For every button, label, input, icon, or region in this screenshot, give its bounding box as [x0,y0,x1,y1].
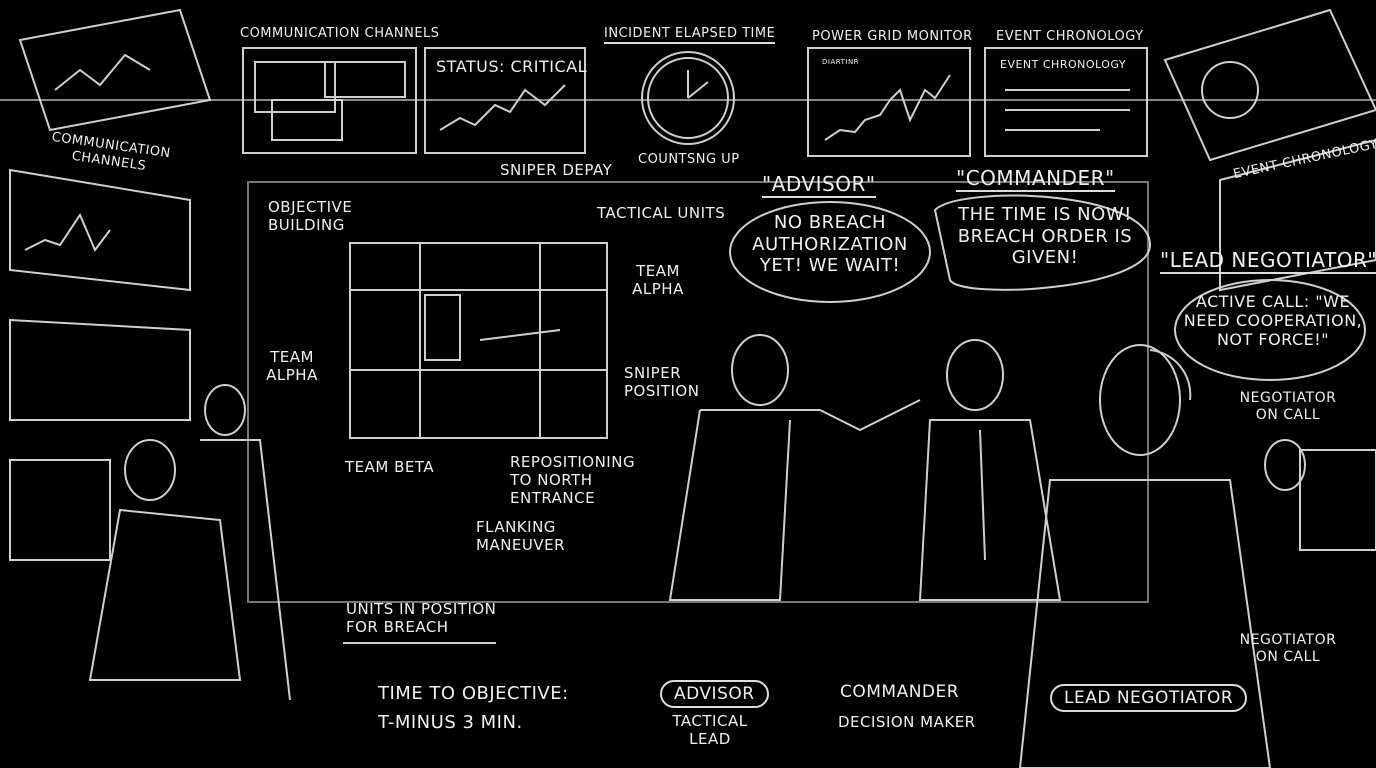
comm-channels-top-label: Communication Channels [240,26,440,41]
monitor-left-2 [9,318,191,421]
objective-building-label: Objective Building [268,198,353,234]
advisor-figure [668,334,921,601]
time-to-objective-label: Time to Objective: [378,683,569,704]
monitor-left-1 [9,168,191,292]
advisor-speech-bubble [729,201,931,303]
negotiator-speech-text: Active call: "We need cooperation, not f… [1183,292,1363,350]
power-grid-inner-label: DIARTINR [822,58,860,66]
monitor-power-grid [807,47,971,157]
monitor-status [424,47,586,154]
elapsed-time-sub: Countsng up [638,152,740,167]
negotiator-on-call-top: Negotiator on call [1239,390,1337,423]
monitor-event-chronology [984,47,1148,157]
clock-icon [641,51,735,145]
tactical-units-label: Tactical Units [597,204,726,222]
flanking-label: Flanking Maneuver [476,518,566,554]
status-label: Status: Critical [436,57,588,76]
event-chronology-top-label: Event Chronology [996,29,1144,44]
building-floorplan [349,242,608,439]
negotiator-speech-title: "Lead Negotiator" [1160,248,1376,274]
advisor-speech-title: "Advisor" [762,172,876,198]
team-alpha-right-label: Team Alpha [632,262,684,298]
team-alpha-left-label: Team Alpha [266,348,318,384]
repositioning-label: Repositioning to North Entrance [510,453,636,507]
team-beta-label: Team Beta [345,458,435,476]
commander-speech-bubble [933,194,1152,291]
advisor-speech-text: No breach authorization yet! We wait! [752,212,908,277]
commander-role-label: Commander [840,682,960,702]
event-chronology-inner-label: Event Chronology [1000,58,1127,71]
elapsed-time-title: Incident Elapsed Time [604,26,776,44]
negotiator-role-label: Lead Negotiator [1050,684,1248,713]
monitor-comm-channels [242,47,417,154]
advisor-role-sub: Tactical Lead [672,712,748,748]
negotiator-on-call-bottom: Negotiator on call [1239,632,1337,665]
negotiator-figure [1018,344,1272,768]
sniper-position-label: Sniper Position [624,364,700,400]
monitor-top-right [1163,8,1376,162]
commander-figure [918,339,1062,601]
operator-figures [9,384,1376,701]
t-minus-label: T-Minus 3 Min. [378,712,523,733]
units-in-position-label: Units in Position for Breach [346,600,497,636]
monitor-top-left [18,8,212,132]
power-grid-label: Power Grid Monitor [812,29,973,44]
commander-speech-title: "Commander" [956,166,1115,192]
monitor-right [1219,138,1376,292]
sniper-depay-label: Sniper Depay [500,161,613,179]
tactical-board [247,181,1149,603]
advisor-role-label: Advisor [660,680,769,709]
commander-role-sub: Decision Maker [838,713,976,731]
negotiator-speech-bubble [1174,279,1366,381]
commander-speech-text: The time is now! Breach order is given! [957,204,1133,269]
